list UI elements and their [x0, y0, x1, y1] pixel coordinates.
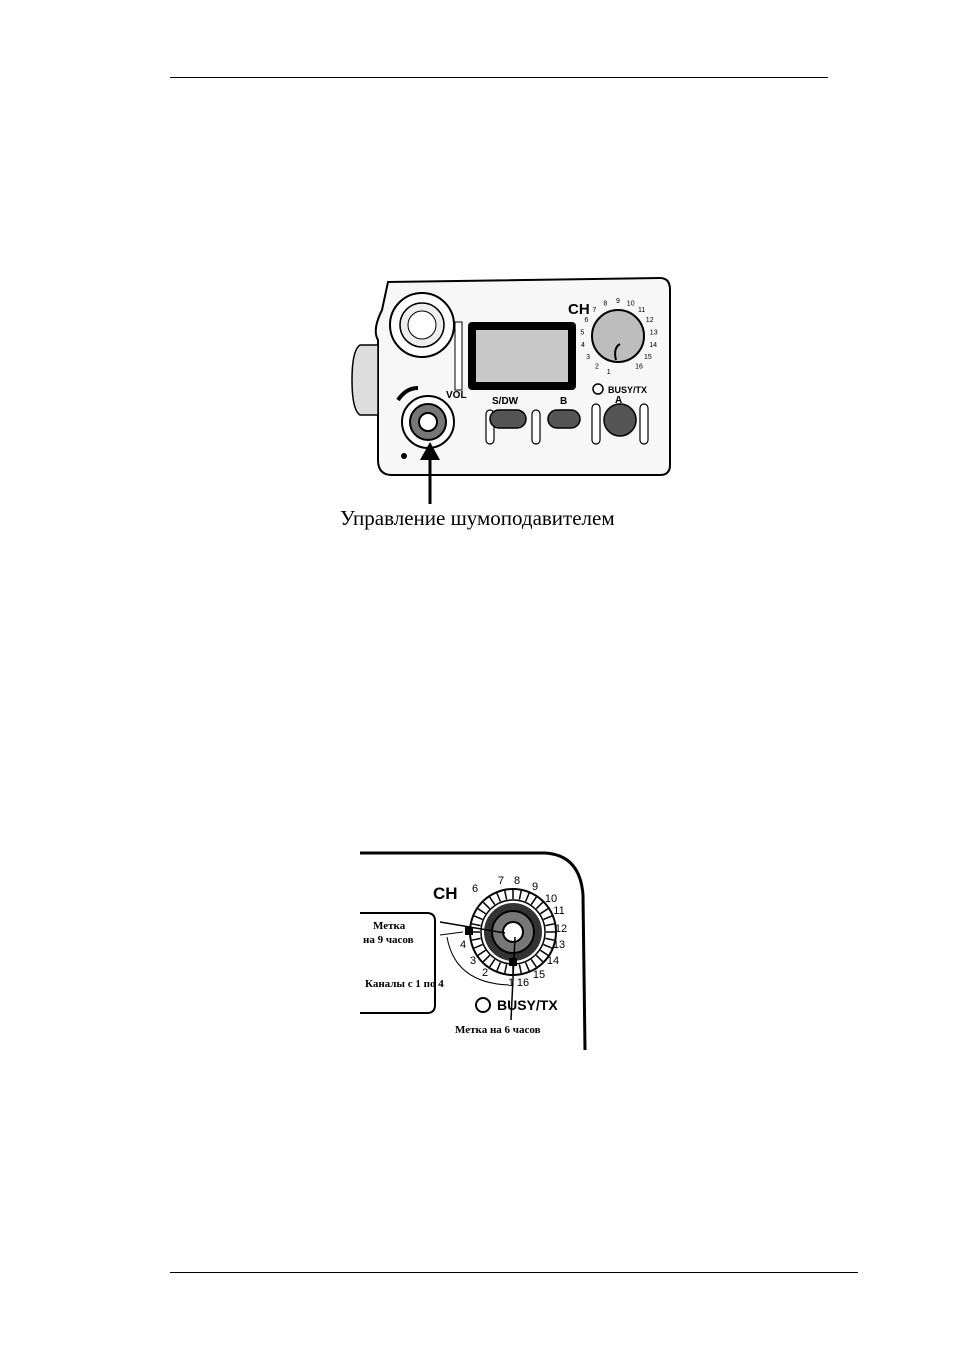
squelch-caption: Управление шумоподавителем [340, 506, 615, 531]
b-label: B [560, 396, 567, 407]
channel-number: 16 [517, 977, 529, 989]
channel-number: 4 [460, 939, 466, 951]
channel-number: 1 [607, 369, 611, 376]
side-bracket [352, 345, 378, 415]
display-side-bar [455, 322, 462, 390]
channel-number: 12 [555, 923, 567, 935]
busy-tx-led [476, 998, 490, 1012]
channel-number: 15 [533, 969, 545, 981]
channels-1-4-label: Каналы с 1 по 4 [365, 978, 444, 990]
channel-number: 12 [646, 317, 654, 324]
display-screen [476, 330, 568, 382]
a-button[interactable] [604, 404, 636, 436]
channel-knob[interactable] [592, 310, 644, 362]
channel-number: 11 [638, 307, 645, 314]
mark-6-label: Метка на 6 часов [455, 1024, 541, 1036]
channel-number: 14 [649, 342, 657, 349]
mark-9-label-2: на 9 часов [363, 934, 414, 946]
leader-9-arrow [440, 932, 463, 935]
vol-dot [401, 453, 407, 459]
sdw-button[interactable] [490, 410, 526, 428]
channel-number: 9 [616, 298, 620, 305]
channel-number: 14 [547, 955, 559, 967]
knob-center [503, 922, 523, 942]
busy-tx-label: BUSY/TX [497, 997, 558, 1013]
channel-number: 3 [586, 354, 590, 361]
channel-number: 2 [482, 967, 488, 979]
divider-3 [592, 404, 600, 444]
channel-number: 15 [644, 354, 652, 361]
ch-label: CH [433, 884, 458, 903]
vol-label: VOL [446, 390, 467, 401]
channel-number: 10 [545, 893, 557, 905]
squelch-knob[interactable] [419, 413, 437, 431]
busy-tx-led [593, 384, 603, 394]
channel-number: 13 [553, 939, 565, 951]
mark-9-label-1: Метка [373, 920, 406, 932]
channel-number: 8 [514, 875, 520, 887]
divider-2 [532, 410, 540, 444]
channel-number: 5 [580, 329, 584, 336]
divider-4 [640, 404, 648, 444]
channel-number: 6 [584, 317, 588, 324]
channel-number: 10 [627, 300, 635, 307]
channel-number: 11 [553, 905, 564, 917]
channel-number: 13 [650, 329, 658, 336]
footer-rule [170, 1272, 858, 1273]
channel-number: 7 [592, 307, 596, 314]
channel-knob-drawing: CH 1234678910111213141516 Метка на 9 час… [355, 845, 595, 1050]
b-button[interactable] [548, 410, 580, 428]
sdw-label: S/DW [492, 396, 519, 407]
ch-label: CH [568, 301, 590, 318]
channel-number: 7 [498, 875, 504, 887]
channel-number: 3 [470, 955, 476, 967]
header-rule [170, 77, 828, 78]
channel-number: 8 [603, 300, 607, 307]
a-label: A [615, 395, 622, 406]
busy-tx-label: BUSY/TX [608, 385, 647, 395]
speaker-inner [408, 311, 436, 339]
channel-number: 2 [595, 363, 599, 370]
channel-number: 4 [581, 342, 585, 349]
channel-number: 9 [532, 881, 538, 893]
channel-number: 16 [635, 363, 643, 370]
mark-9-oclock [465, 927, 473, 935]
radio-panel-drawing: CH 12345678910111213141516 BUSY/TX VOL S… [330, 270, 690, 510]
channel-number: 6 [472, 883, 478, 895]
